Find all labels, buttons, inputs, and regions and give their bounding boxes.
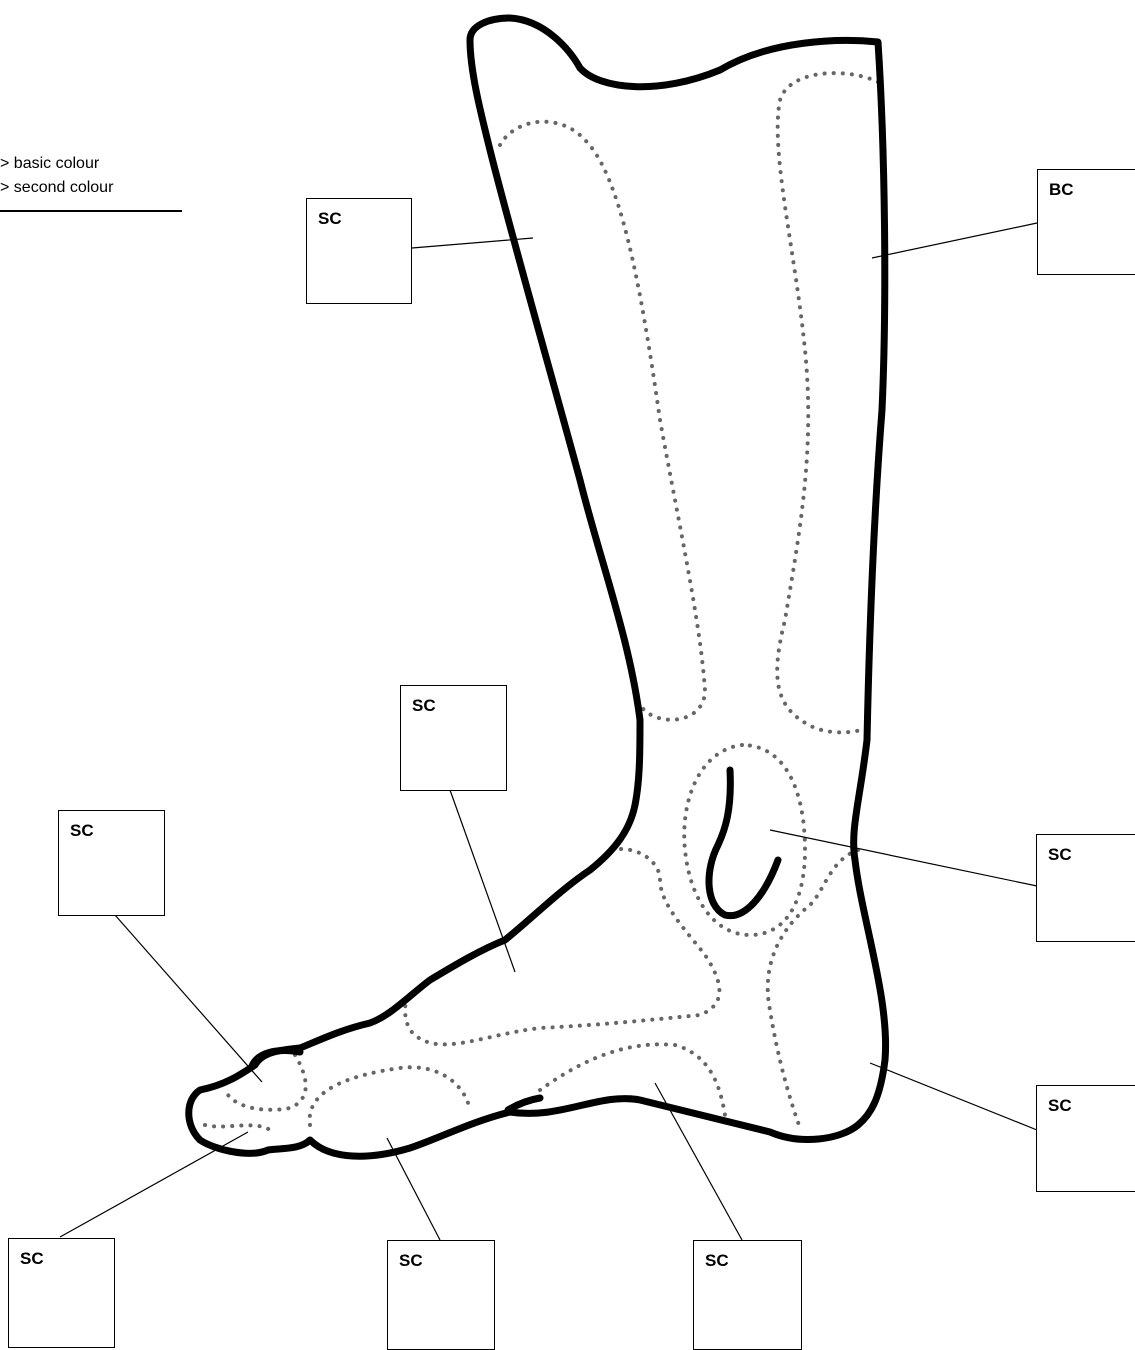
leader-toe-small [60,1132,248,1237]
zone-instep [405,849,719,1044]
label-box-toe-front: SC [387,1240,495,1350]
label-text: SC [399,1251,423,1271]
legend-basic-colour: > basic colour [0,152,182,176]
label-text: SC [705,1251,729,1271]
label-text: BC [1049,180,1074,200]
zone-toe-front [310,1067,470,1125]
leader-instep [450,790,515,972]
label-text: SC [412,696,436,716]
sock-outline [189,18,886,1156]
leader-heel [870,1063,1037,1130]
instep-seam [508,1098,540,1110]
leader-sole [655,1083,742,1240]
leader-toe-front [387,1138,440,1240]
label-box-toe-tip: SC [58,810,165,916]
label-text: SC [70,821,94,841]
label-text: SC [20,1249,44,1269]
leader-ankle [770,830,1037,886]
label-text: SC [1048,845,1072,865]
zone-toe-tip [228,1055,306,1110]
label-text: SC [318,209,342,229]
zone-sole [540,1044,725,1115]
label-text: SC [1048,1096,1072,1116]
label-box-shaft-left: SC [306,198,412,304]
zone-ankle [684,745,805,935]
zone-toe-small [205,1125,270,1130]
colour-legend: > basic colour > second colour [0,152,182,212]
leader-toe-tip [115,915,262,1082]
zone-heel-side [768,850,858,1128]
label-box-heel: SC [1036,1085,1135,1192]
heel-mark [709,770,778,916]
zone-shaft-left [500,122,705,720]
leader-shaft-right [872,223,1037,258]
label-box-toe-small: SC [8,1238,115,1348]
label-box-instep: SC [400,685,507,791]
label-box-shaft-right: BC [1037,169,1135,275]
label-box-sole: SC [693,1240,802,1350]
label-box-ankle: SC [1036,834,1135,942]
zone-shaft-right [777,73,878,732]
legend-second-colour: > second colour [0,176,182,200]
